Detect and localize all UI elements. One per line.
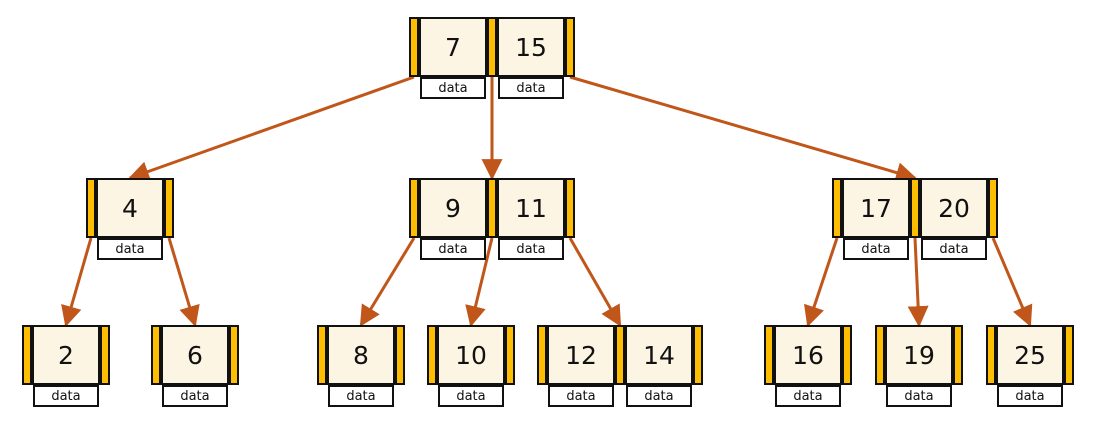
node-key: 16 <box>774 325 842 385</box>
child-pointer <box>986 325 996 385</box>
edge-root-to-n17_20 <box>569 75 918 183</box>
node-key: 14 <box>625 325 693 385</box>
edge-n9_11-to-n8 <box>359 237 416 327</box>
data-field: data <box>438 385 504 407</box>
node-key: 10 <box>437 325 505 385</box>
edge-n4-to-n2 <box>61 237 93 328</box>
child-pointer <box>832 178 842 238</box>
node-key: 2 <box>32 325 100 385</box>
data-field: data <box>328 385 394 407</box>
data-field: data <box>420 238 486 260</box>
child-pointer <box>1064 325 1074 385</box>
node-key: 11 <box>497 178 565 238</box>
node-key: 12 <box>547 325 615 385</box>
node-key: 7 <box>419 17 487 77</box>
data-field: data <box>843 238 909 260</box>
child-pointer <box>22 325 32 385</box>
data-field: data <box>162 385 228 407</box>
data-field: data <box>626 385 692 407</box>
child-pointer <box>910 178 920 238</box>
node-key: 4 <box>96 178 164 238</box>
child-pointer <box>86 178 96 238</box>
edge-root-to-n4 <box>128 75 415 182</box>
node-key: 9 <box>419 178 487 238</box>
node-key: 20 <box>920 178 988 238</box>
data-field: data <box>498 238 564 260</box>
child-pointer <box>565 17 575 77</box>
child-pointer <box>317 325 327 385</box>
child-pointer <box>229 325 239 385</box>
data-field: data <box>548 385 614 407</box>
child-pointer <box>151 325 161 385</box>
child-pointer <box>842 325 852 385</box>
child-pointer <box>953 325 963 385</box>
node-key: 15 <box>497 17 565 77</box>
node-key: 25 <box>996 325 1064 385</box>
child-pointer <box>100 325 110 385</box>
child-pointer <box>693 325 703 385</box>
child-pointer <box>395 325 405 385</box>
child-pointer <box>505 325 515 385</box>
child-pointer <box>537 325 547 385</box>
child-pointer <box>487 178 497 238</box>
data-field: data <box>997 385 1063 407</box>
data-field: data <box>921 238 987 260</box>
child-pointer <box>988 178 998 238</box>
node-key: 17 <box>842 178 910 238</box>
child-pointer <box>875 325 885 385</box>
edge-n17_20-to-n25 <box>991 237 1033 327</box>
node-key: 8 <box>327 325 395 385</box>
edge-n9_11-to-n12_14 <box>568 237 622 327</box>
child-pointer <box>427 325 437 385</box>
data-field: data <box>97 238 163 260</box>
child-pointer <box>164 178 174 238</box>
child-pointer <box>487 17 497 77</box>
data-field: data <box>775 385 841 407</box>
node-key: 6 <box>161 325 229 385</box>
node-key: 19 <box>885 325 953 385</box>
data-field: data <box>33 385 99 407</box>
child-pointer <box>764 325 774 385</box>
child-pointer <box>615 325 625 385</box>
data-field: data <box>498 77 564 99</box>
data-field: data <box>886 385 952 407</box>
edge-n9_11-to-n10 <box>465 237 494 328</box>
data-field: data <box>420 77 486 99</box>
child-pointer <box>409 17 419 77</box>
child-pointer <box>409 178 419 238</box>
edge-n4-to-n6 <box>167 237 200 328</box>
edge-n17_20-to-n19 <box>907 237 929 328</box>
child-pointer <box>565 178 575 238</box>
edge-n17_20-to-n16 <box>804 237 839 327</box>
